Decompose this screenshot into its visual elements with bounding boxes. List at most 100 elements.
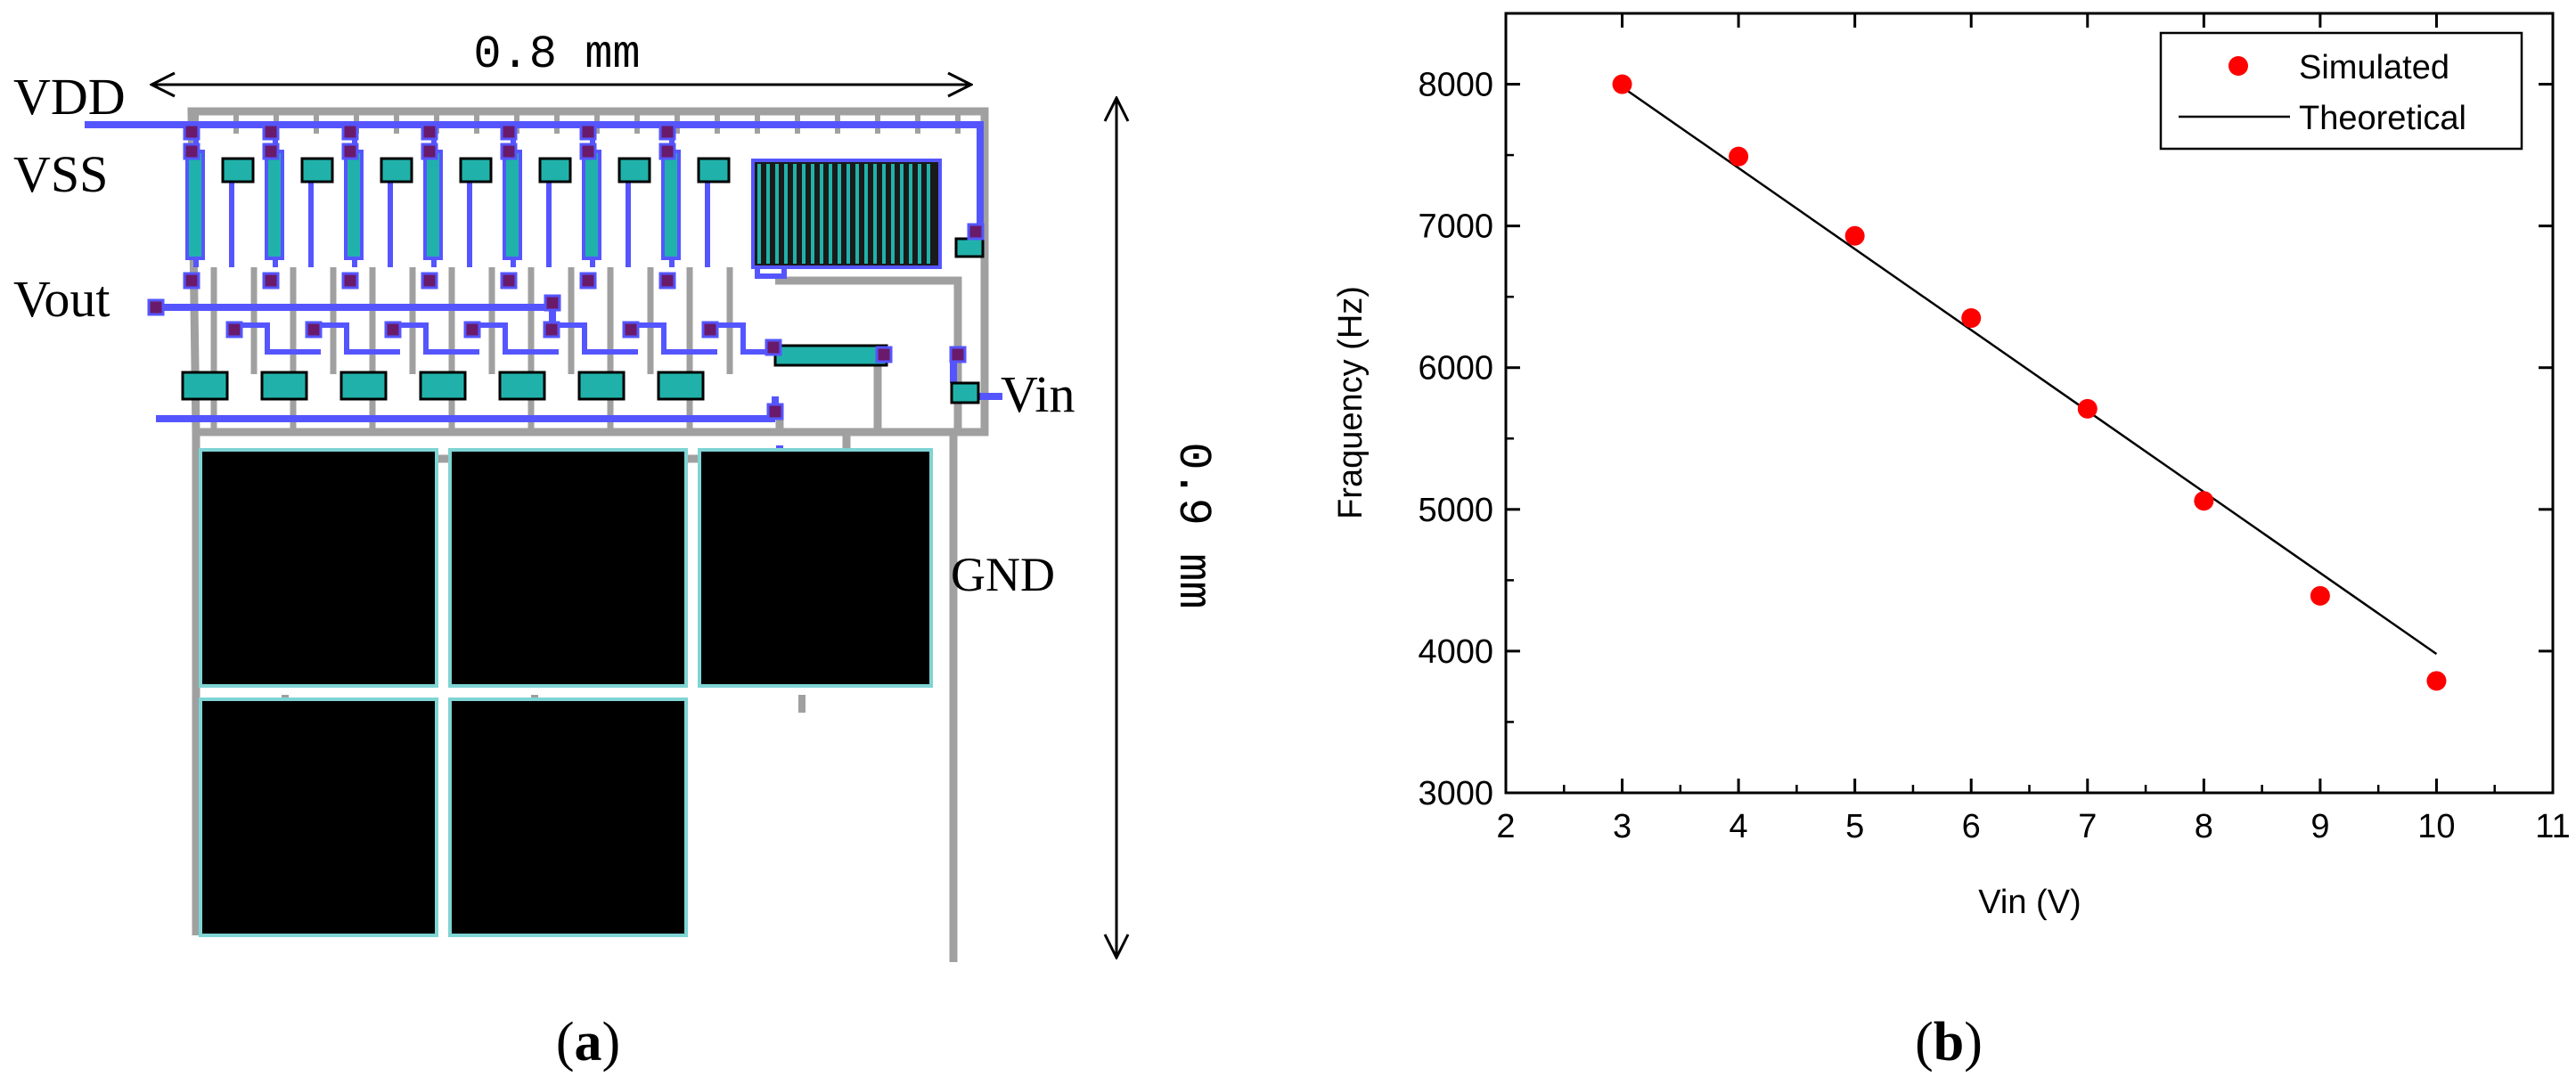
poly-wire [775,276,962,432]
poly-wire [187,107,989,437]
gate-device [697,157,731,184]
legend-label-simulated: Simulated [2299,49,2449,86]
metal-wire [390,322,479,355]
x-tick-label: 9 [2310,808,2329,845]
nmos-device [339,371,388,401]
metal-wire [549,322,638,355]
contact-vias [147,123,985,420]
x-tick-label: 3 [1613,808,1631,845]
contact [262,272,280,290]
gate-device [617,157,651,184]
nmos-device [181,371,229,401]
contact [421,123,438,141]
input-device [950,381,980,404]
contact [658,272,676,290]
contact [183,143,200,160]
gate-device [221,157,255,184]
pmos-device [423,150,443,260]
y-axis-ticks: 3000 4000 5000 6000 7000 8000 [1418,67,2553,812]
simulated-point [1729,146,1749,167]
bonding-pad [698,448,933,688]
simulated-point [1961,308,1982,329]
metal-wire [628,322,717,355]
simulated-point [2077,398,2098,419]
contact [500,143,518,160]
chart-series [1612,74,2447,691]
simulated-point [2194,491,2214,511]
contact [765,339,782,356]
pmos-device [582,150,601,260]
x-tick-label: 10 [2417,808,2455,845]
pin-label-gnd: GND [951,548,1055,601]
legend-marker-simulated [2228,56,2248,76]
pmos-device [344,150,364,260]
contact [341,143,359,160]
contact [421,143,438,160]
contact [949,346,967,363]
contact [622,321,640,339]
theoretical-line [1621,86,2438,656]
bonding-pad [199,448,438,688]
bonding-pad [199,698,438,937]
pmos-device [265,150,284,260]
contact [341,272,359,290]
y-axis-label: Fraquency (Hz) [1332,286,1370,519]
resistor-device [773,344,888,367]
y-tick-label: 3000 [1418,775,1493,812]
height-dimension-label: 0.9 mm [1166,442,1219,608]
pmos-device [503,150,522,260]
simulated-point [1612,74,1632,94]
contact [463,321,481,339]
contact [658,143,676,160]
simulated-point [2310,585,2330,606]
gate-device [459,157,493,184]
x-axis-label: Vin (V) [1978,884,2081,921]
nmos-device [498,371,546,401]
contact [500,123,518,141]
panel-a-label: (a) [556,1012,620,1073]
contact [579,143,597,160]
metal-wire [311,322,400,355]
gate-device [300,157,334,184]
nmos-device [260,371,308,401]
legend-box [2159,31,2523,151]
x-tick-label: 7 [2078,808,2097,845]
contact [147,298,165,316]
contact [421,272,438,290]
bonding-pad [448,698,688,937]
bonding-pad [448,448,688,688]
pin-label-vss: VSS [13,145,108,203]
simulated-point [1844,225,1865,246]
contact [579,272,597,290]
y-tick-label: 5000 [1418,492,1493,529]
contact [579,123,597,141]
gate-device [538,157,572,184]
pmos-device [661,150,681,260]
x-tick-label: 11 [2535,808,2570,845]
panel-b-label: (b) [1915,1012,1983,1073]
capacitor-array [751,159,942,269]
contact [225,321,243,339]
x-tick-label: 5 [1845,808,1864,845]
contact [544,294,561,312]
contact [262,143,280,160]
y-tick-label: 6000 [1418,350,1493,388]
contact [183,272,200,290]
x-tick-label: 8 [2195,808,2213,845]
y-tick-label: 7000 [1418,208,1493,246]
bias-device [954,237,985,258]
pmos-device [185,150,205,260]
metal-wire [232,322,321,355]
y-tick-label: 4000 [1418,633,1493,671]
contact [701,321,719,339]
contact [341,123,359,141]
gate-device [380,157,413,184]
metal-wire [470,322,559,355]
y-tick-label: 8000 [1418,67,1493,104]
contact [183,123,200,141]
nmos-device [577,371,626,401]
contact [967,223,985,241]
